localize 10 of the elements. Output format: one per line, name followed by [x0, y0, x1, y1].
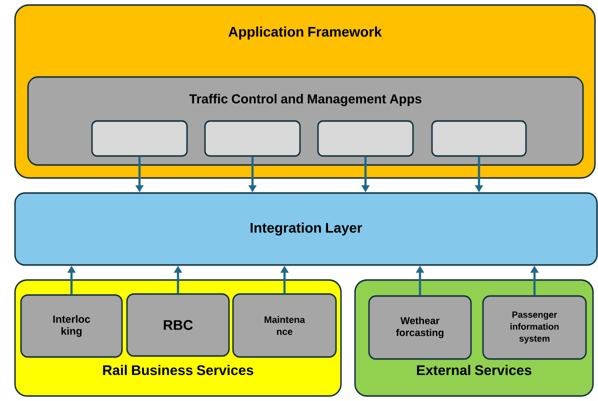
empty-box [317, 120, 414, 157]
process-box: Maintena nce [232, 293, 337, 358]
process-box: Passenger information system [482, 295, 587, 360]
process-box: Integration Layer [14, 192, 598, 266]
process-box: RBC [126, 293, 230, 357]
empty-box [204, 120, 301, 157]
process-box: Wethear forcasting [368, 295, 472, 360]
process-box: Interloc king [20, 294, 123, 358]
empty-box [91, 120, 188, 157]
empty-box [431, 120, 527, 157]
